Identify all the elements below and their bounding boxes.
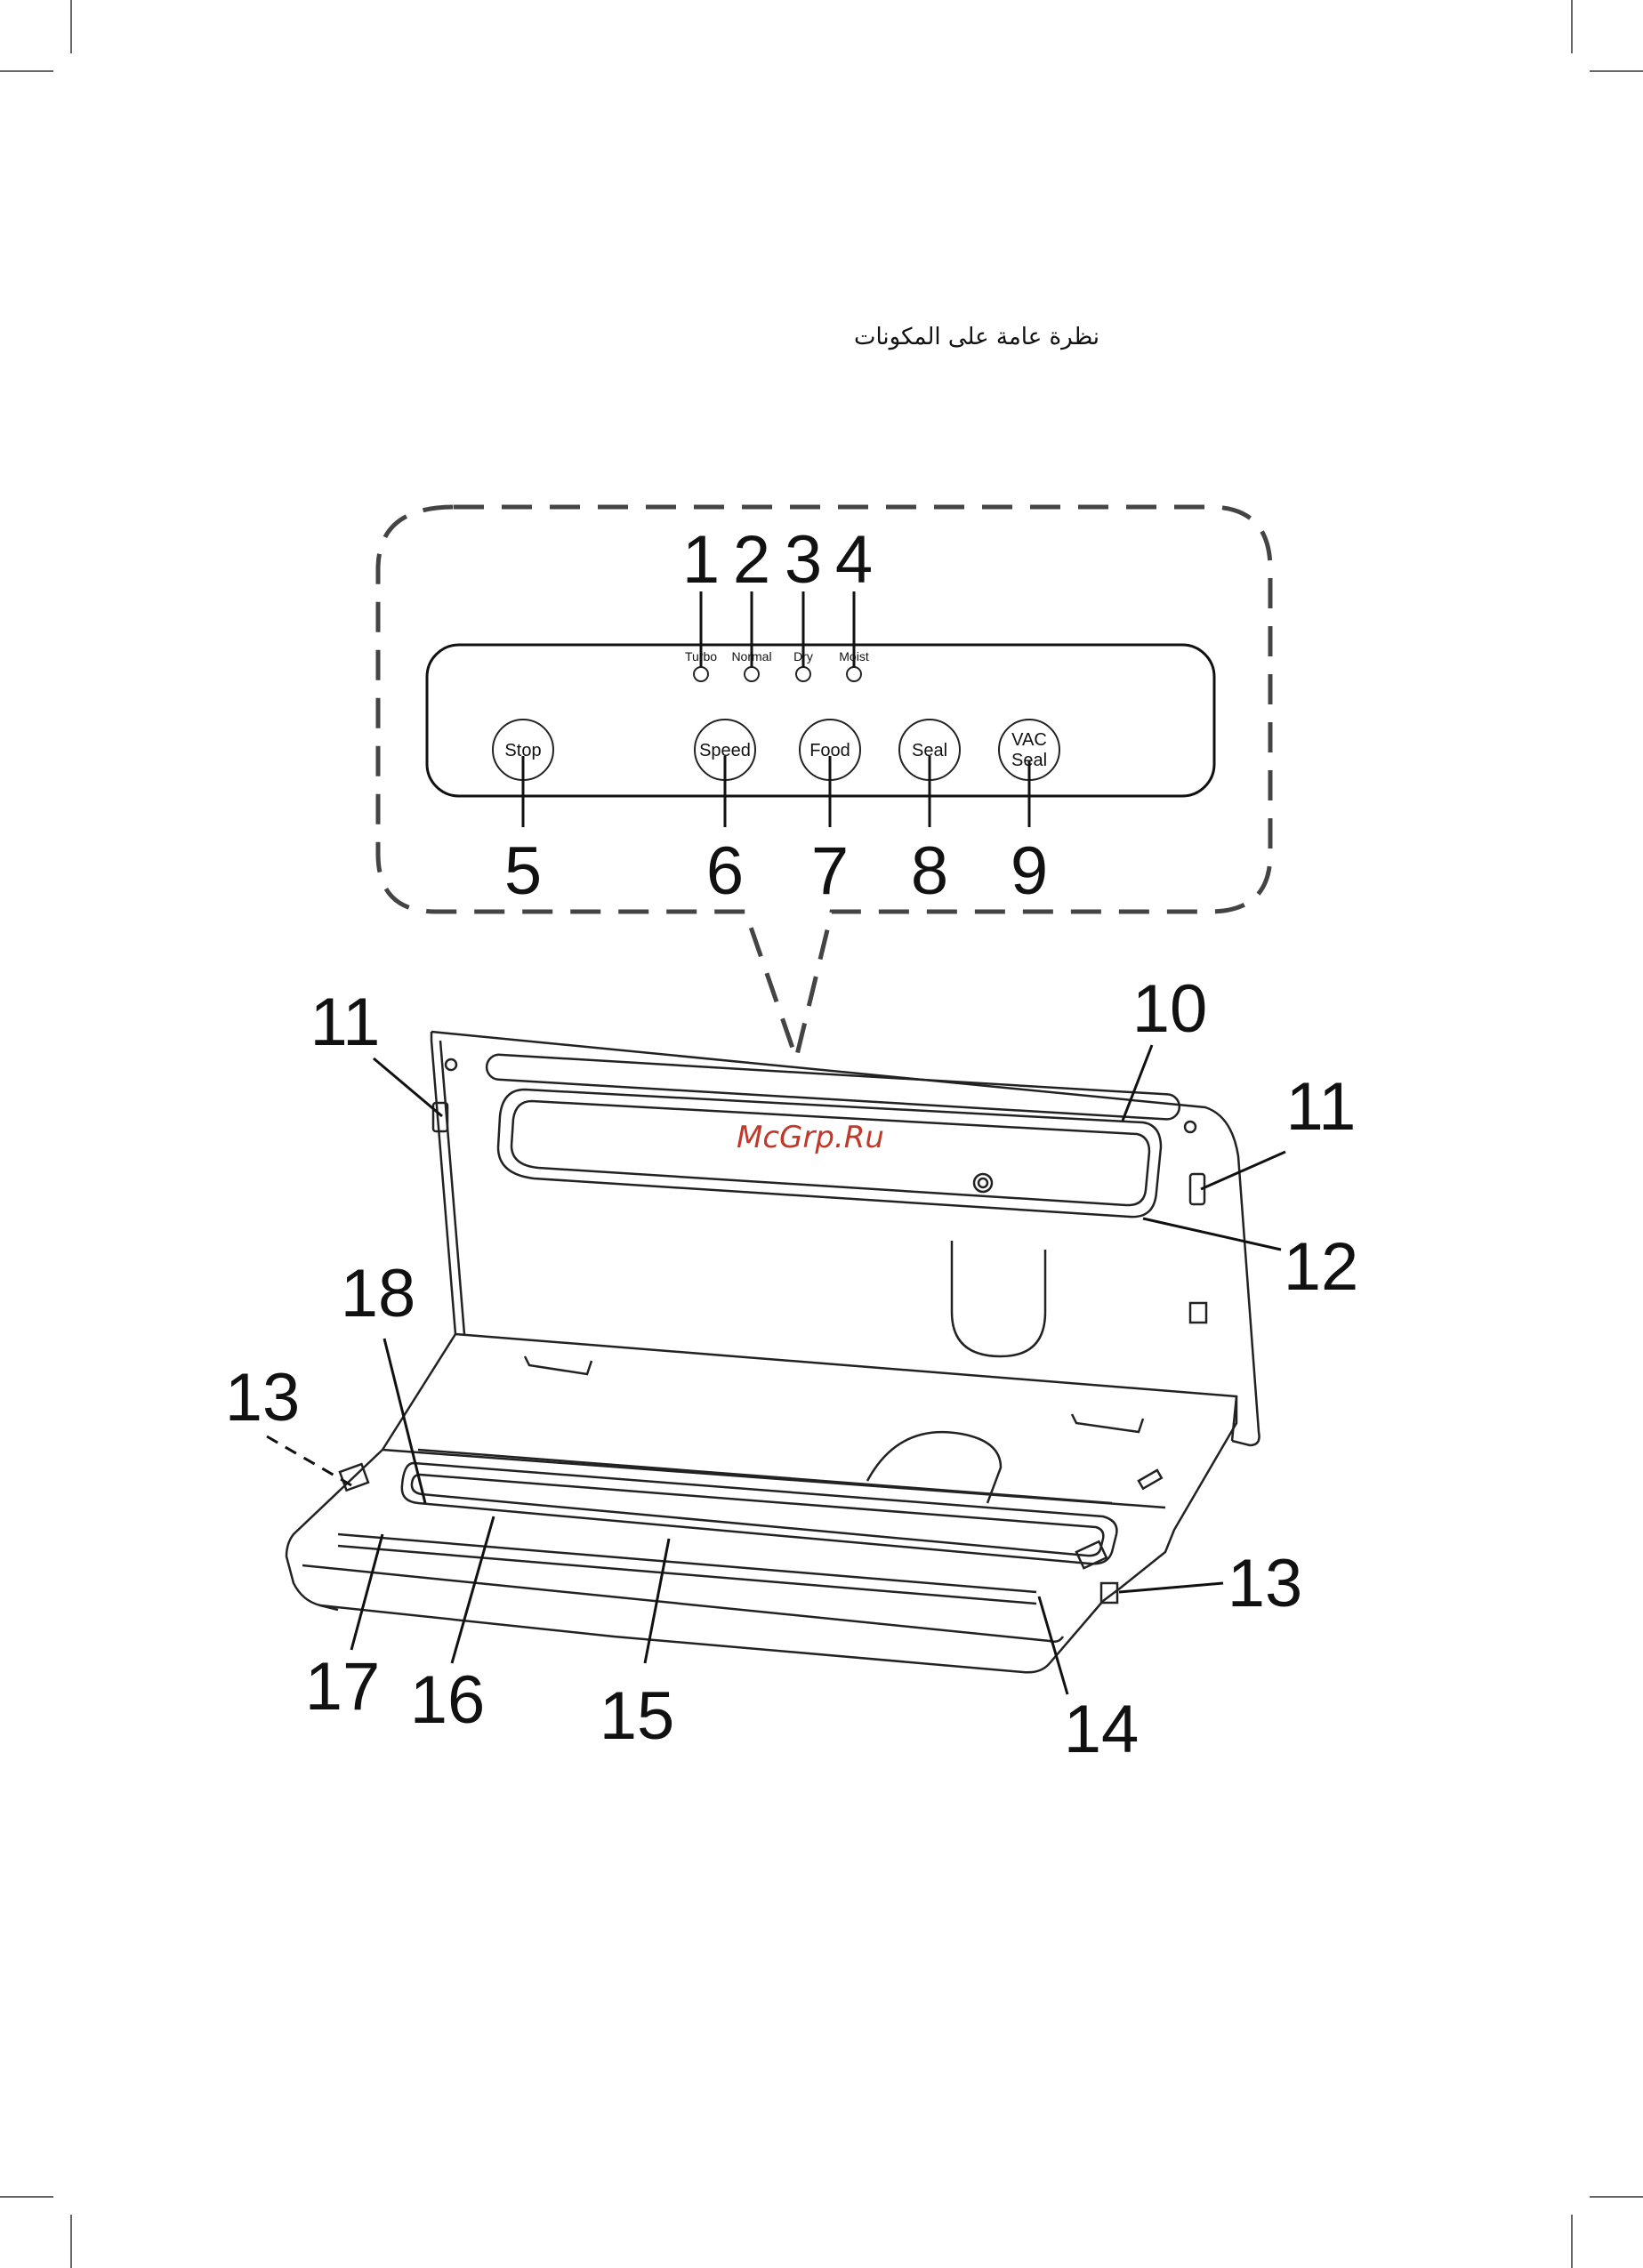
callout-13-right: 13: [1228, 1546, 1303, 1621]
callout-5: 5: [504, 833, 542, 909]
sealer-base: [286, 1334, 1236, 1672]
callout-3: 3: [785, 522, 822, 598]
callout-18: 18: [341, 1256, 416, 1331]
callout-8: 8: [911, 833, 948, 909]
dry-led: [796, 667, 810, 681]
callout-11-left: 11: [310, 985, 381, 1060]
svg-text:VAC: VAC: [1011, 730, 1047, 750]
callout-17: 17: [305, 1649, 381, 1725]
sealer-lid: [431, 1032, 1260, 1445]
callout-11-right: 11: [1286, 1069, 1357, 1145]
callout-2: 2: [733, 522, 770, 598]
normal-led: [745, 667, 759, 681]
callout-4: 4: [835, 522, 873, 598]
callout-14: 14: [1064, 1692, 1140, 1767]
watermark: McGrp.Ru: [737, 1120, 884, 1155]
callout-13-left: 13: [225, 1360, 301, 1436]
callout-15: 15: [600, 1678, 675, 1754]
turbo-led: [694, 667, 708, 681]
callout-7: 7: [811, 833, 849, 909]
panel-leader-lines: [523, 591, 1029, 827]
moist-led: [847, 667, 861, 681]
callout-6: 6: [706, 833, 744, 909]
callout-16: 16: [410, 1662, 486, 1738]
callout-9: 9: [1011, 833, 1048, 909]
callout-12: 12: [1284, 1229, 1359, 1305]
led-indicators: Turbo Normal Dry Moist: [685, 649, 869, 681]
callout-10: 10: [1132, 971, 1208, 1047]
callout-1: 1: [682, 522, 720, 598]
